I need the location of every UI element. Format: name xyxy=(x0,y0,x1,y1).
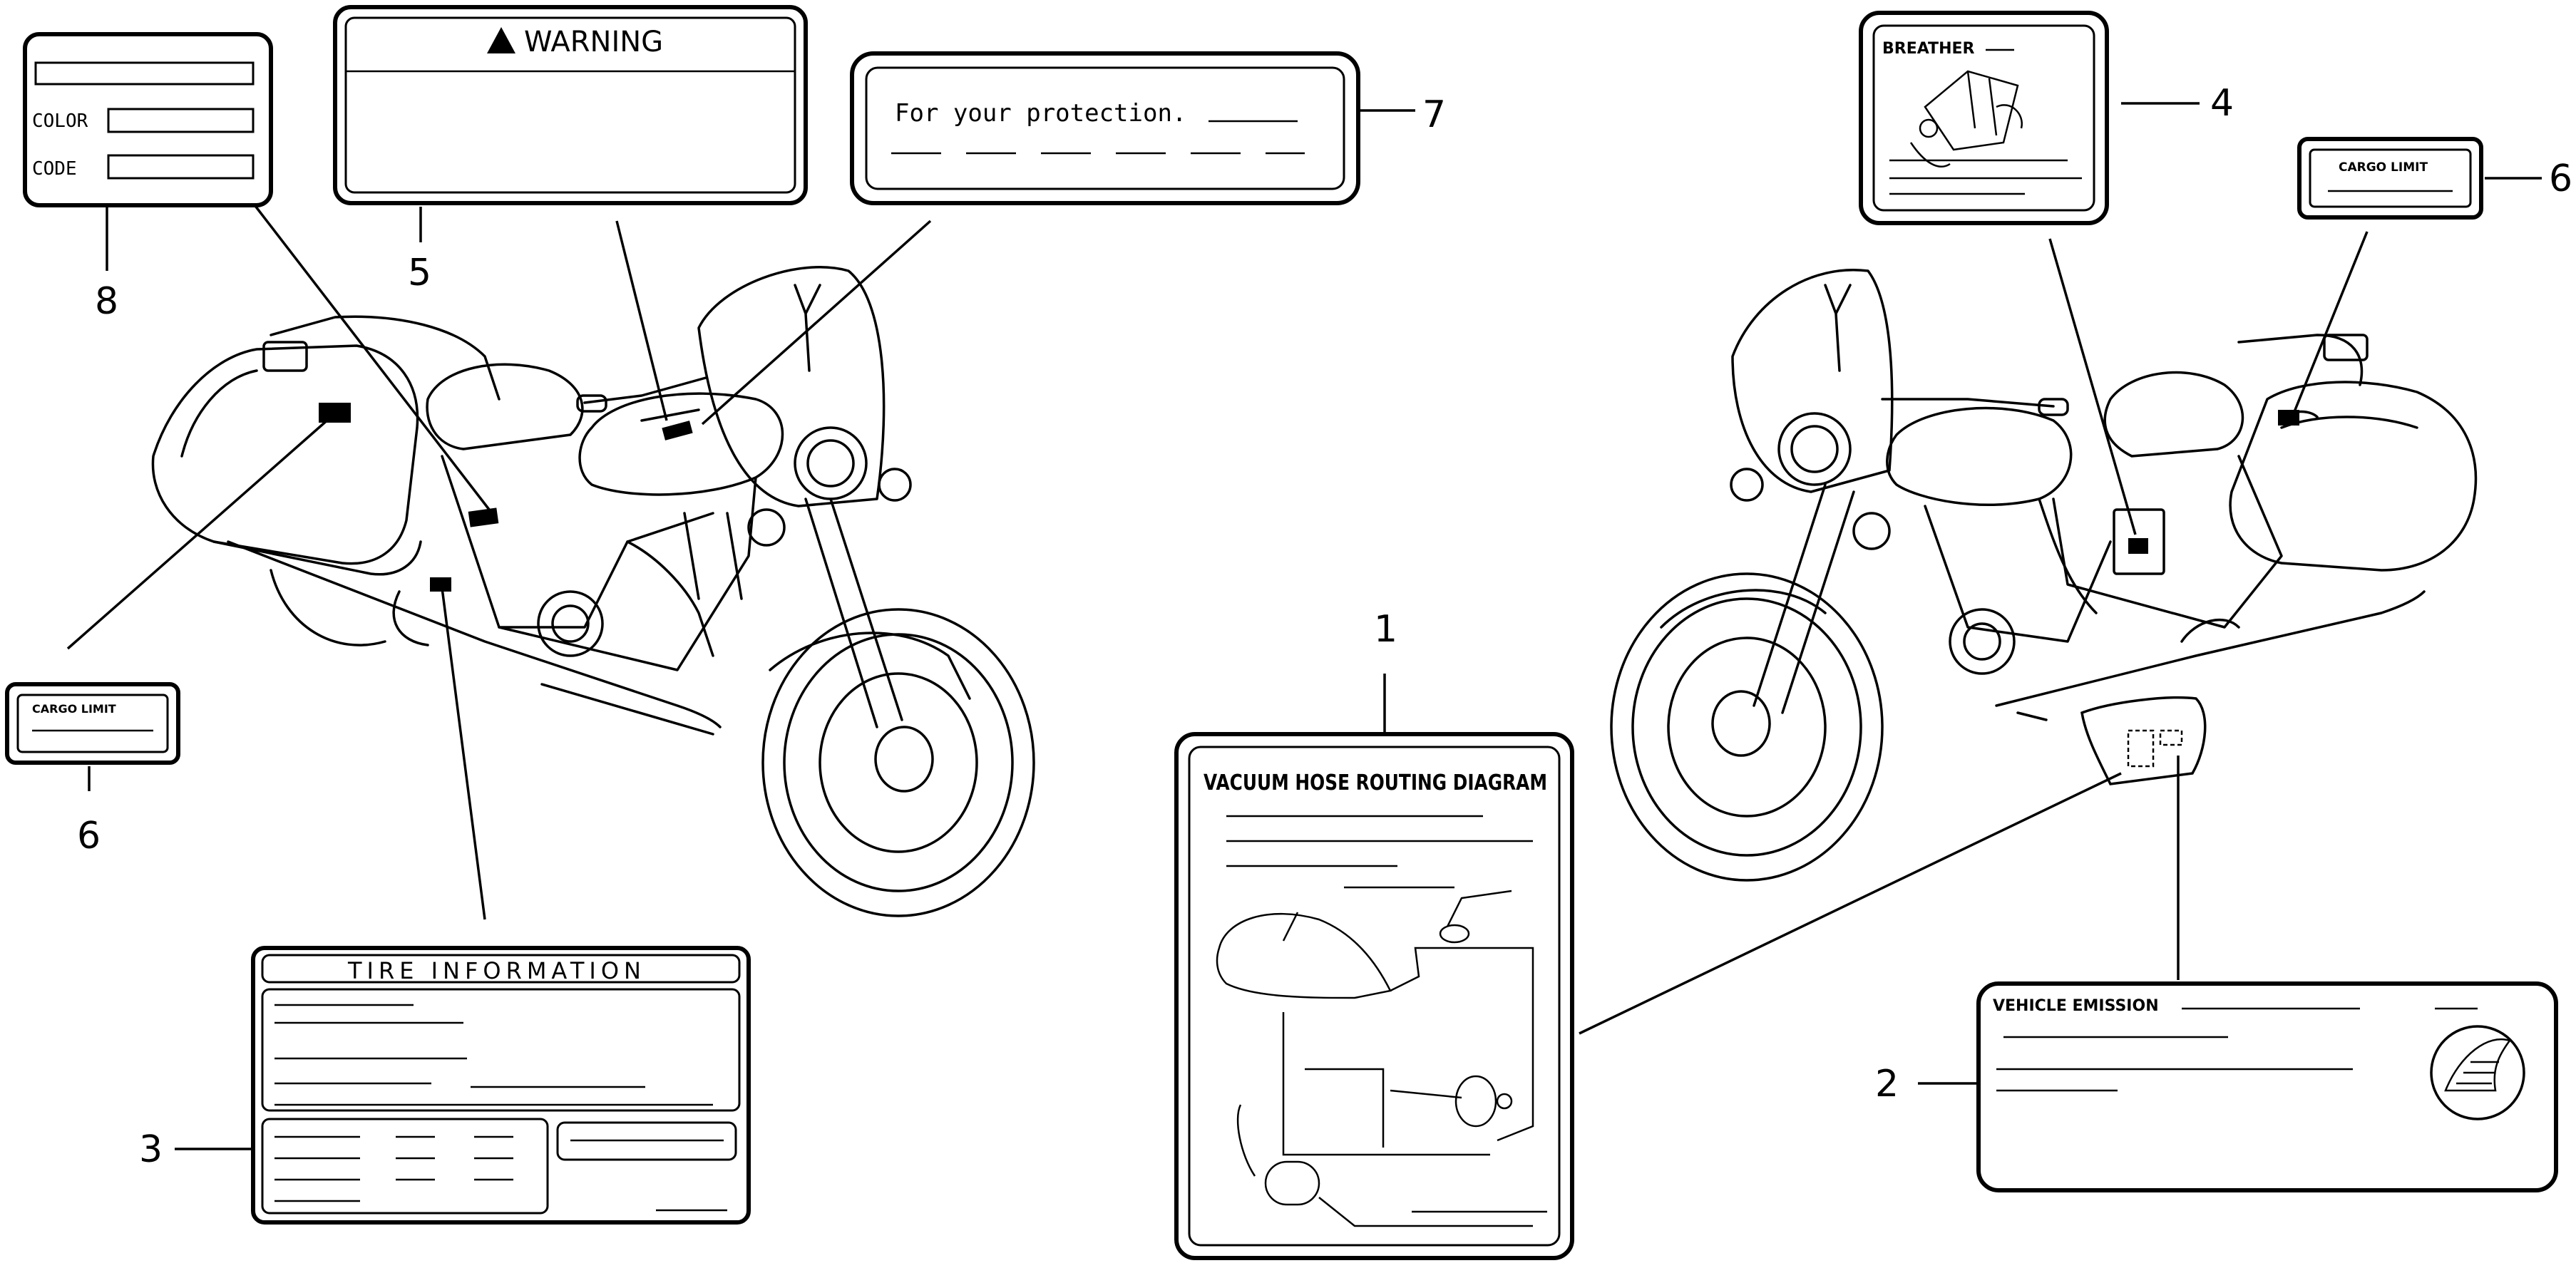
label-tire-information: TIRE INFORMATION xyxy=(251,946,751,1225)
breather-title: BREATHER xyxy=(1882,40,1975,58)
label-cargo-limit-right: CARGO LIMIT xyxy=(2297,137,2483,220)
callout-6-left: 6 xyxy=(77,815,101,857)
callout-4: 4 xyxy=(2210,82,2234,125)
honda-wing-logo xyxy=(2430,1025,2525,1120)
cargo-limit-text-right: CARGO LIMIT xyxy=(2339,160,2428,175)
color-text: COLOR xyxy=(32,110,88,132)
callout-3: 3 xyxy=(139,1128,163,1171)
tire-info-title: TIRE INFORMATION xyxy=(347,957,646,984)
label-vehicle-emission: VEHICLE EMISSION xyxy=(1976,981,2558,1192)
label-cargo-limit-left: CARGO LIMIT xyxy=(5,682,180,765)
cargo-limit-text-left: CARGO LIMIT xyxy=(32,702,116,716)
motorcycle-right-view xyxy=(1610,269,2478,882)
emission-title: VEHICLE EMISSION xyxy=(1993,997,2159,1015)
callout-7: 7 xyxy=(1422,93,1446,136)
motorcycle-left-view xyxy=(151,266,1035,917)
label-vacuum-hose-diagram: VACUUM HOSE ROUTING DIAGRAM xyxy=(1174,732,1574,1260)
callout-2: 2 xyxy=(1875,1063,1899,1105)
callout-6-right: 6 xyxy=(2549,158,2572,200)
leader-lines xyxy=(66,102,2542,1150)
hand-pointing-icon xyxy=(1909,70,2023,167)
vacuum-title: VACUUM HOSE ROUTING DIAGRAM xyxy=(1204,770,1547,795)
callout-5: 5 xyxy=(408,252,431,294)
warning-title: WARNING xyxy=(524,26,663,58)
code-text: CODE xyxy=(32,158,77,180)
label-color-code: COLOR CODE xyxy=(23,32,273,207)
callout-1: 1 xyxy=(1374,608,1397,651)
label-warning: WARNING xyxy=(333,5,808,205)
label-breather: BREATHER xyxy=(1859,11,2109,225)
warning-triangle-icon xyxy=(487,27,515,53)
label-protection: For your protection. xyxy=(850,51,1360,205)
callout-8: 8 xyxy=(95,280,118,323)
protection-text: For your protection. xyxy=(895,99,1186,128)
callout-numbers: 1 2 3 4 5 6 6 7 8 xyxy=(77,82,2572,1171)
emission-sticker-marker xyxy=(2080,696,2207,785)
